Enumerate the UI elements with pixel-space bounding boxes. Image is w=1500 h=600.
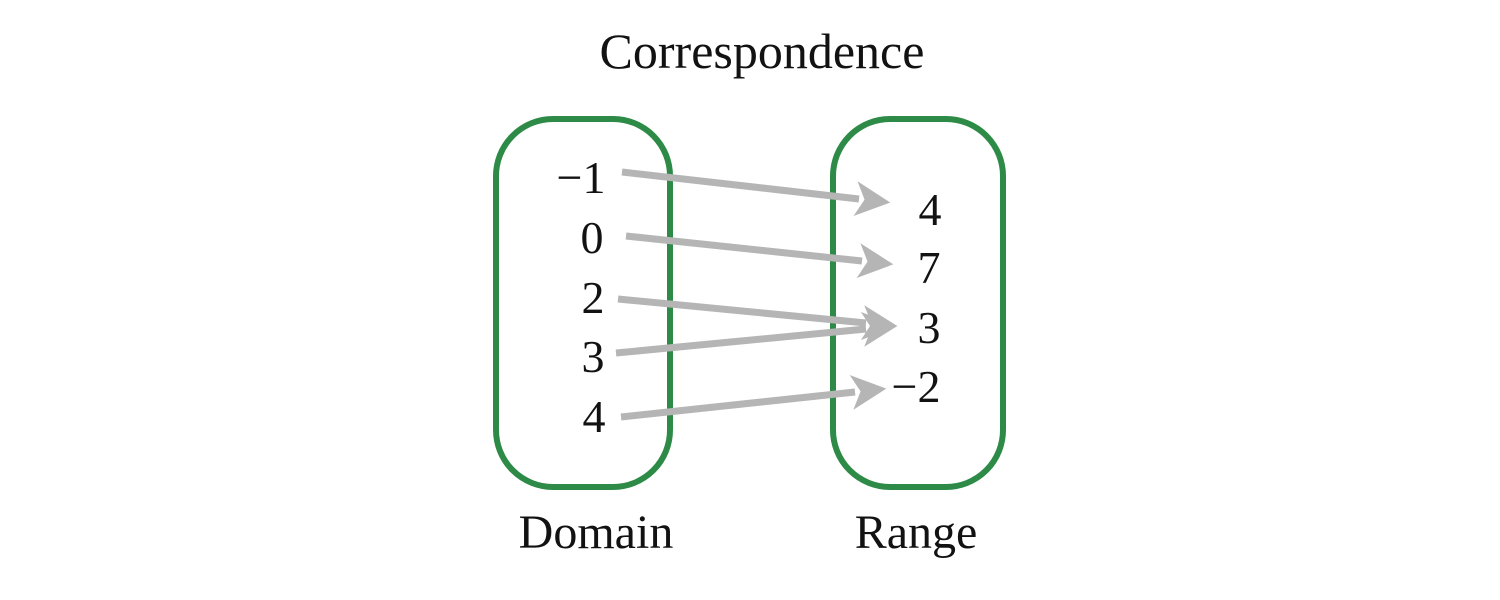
domain-value: 0 — [580, 212, 604, 263]
diagram-title: Correspondence — [599, 23, 925, 79]
range-value: 3 — [917, 302, 941, 353]
domain-value: 3 — [581, 331, 605, 382]
domain-value: −1 — [556, 152, 606, 203]
domain-value: 4 — [582, 391, 606, 442]
arrow-0-to-7 — [625, 232, 894, 279]
range-value: 4 — [918, 184, 942, 235]
arrow-neg1-to-4 — [621, 168, 891, 216]
domain-label: Domain — [518, 506, 674, 559]
arrow-2-to-3 — [617, 295, 898, 341]
range-value: −2 — [891, 361, 941, 412]
arrow-4-to-neg2 — [620, 374, 887, 421]
arrow-3-to-3 — [615, 311, 898, 357]
range-set-outline — [830, 116, 1006, 490]
domain-value: 2 — [581, 272, 605, 323]
range-value: 7 — [917, 242, 941, 293]
range-label: Range — [854, 506, 978, 559]
